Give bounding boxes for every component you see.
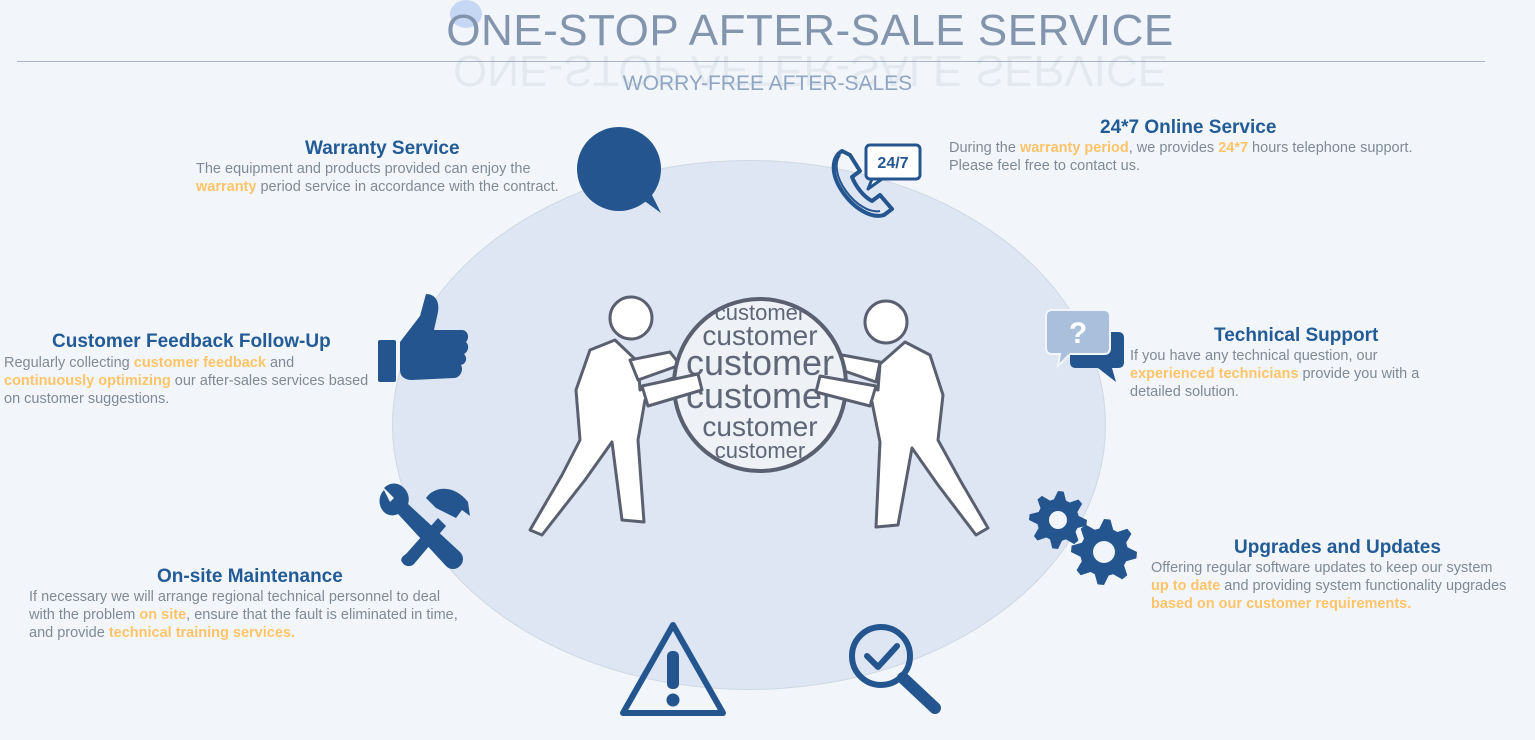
tech-support-line-3: detailed solution. — [1130, 384, 1239, 400]
page-subtitle: WORRY-FREE AFTER-SALES — [622, 72, 913, 95]
online-service-title: 24*7 Online Service — [1100, 117, 1277, 138]
online-line-2: Please feel free to contact us. — [949, 158, 1141, 174]
page-title: ONE-STOP AFTER-SALE SERVICE — [446, 6, 1174, 55]
wrench-hammer-icon — [379, 483, 470, 569]
maintenance-highlight-2: technical training services. — [108, 625, 295, 641]
tech-support-line-2: experienced technicians provide you with… — [1130, 365, 1419, 383]
warranty-highlight: warranty — [196, 179, 257, 195]
phone-24-7-icon: 24/7 — [831, 143, 922, 218]
gears-icon — [1029, 491, 1137, 585]
upgrades-line-2-b: and providing system functionality upgra… — [1220, 578, 1507, 594]
globe-text-line-5: customer — [702, 411, 817, 442]
upgrades-line-1: Offering regular software updates to kee… — [1151, 560, 1493, 576]
upgrades-line-3: based on our customer requirements. — [1151, 595, 1506, 613]
maintenance-line-1: If necessary we will arrange regional te… — [29, 589, 441, 605]
upgrades-highlight-1: up to date — [1151, 578, 1221, 594]
customer-globe-illustration: customer customer customer customer cust… — [528, 295, 990, 537]
feedback-line-1-b: and — [265, 355, 295, 371]
feedback-title: Customer Feedback Follow-Up — [52, 331, 331, 352]
gear-hole — [1093, 541, 1115, 563]
online-line-1-a: During the — [949, 140, 1020, 156]
magnifier-check-icon — [849, 624, 941, 714]
question-mark-text: ? — [1069, 317, 1087, 350]
small-gear-icon — [1029, 491, 1087, 549]
tech-support-line-2-b: provide you with a — [1298, 366, 1420, 382]
maintenance-text: If necessary we will arrange regional te… — [29, 588, 458, 642]
online-highlight-2: 24*7 — [1218, 140, 1249, 156]
warranty-line-2-text: period service in accordance with the co… — [256, 179, 559, 195]
feedback-line-3: on customer suggestions. — [4, 391, 170, 407]
gear-hole — [1049, 511, 1067, 529]
online-line-1-c: hours telephone support. — [1248, 140, 1413, 156]
warranty-service-title: Warranty Service — [305, 138, 460, 159]
question-chat-icon: ? — [1045, 309, 1124, 382]
warranty-line-1: The equipment and products provided can … — [196, 161, 531, 177]
globe-text-line-6: customer — [715, 438, 805, 463]
title-decoration-dot — [450, 0, 482, 28]
upgrades-line-2: up to date and providing system function… — [1151, 577, 1506, 595]
chat-bubble-icon — [577, 127, 661, 213]
feedback-line-1: Regularly collecting customer feedback a… — [4, 354, 368, 372]
upgrades-title: Upgrades and Updates — [1234, 537, 1441, 558]
feedback-highlight-2: continuously optimizing — [4, 373, 171, 389]
warranty-service-text: The equipment and products provided can … — [196, 160, 559, 196]
tech-support-title: Technical Support — [1214, 325, 1379, 346]
globe-text-line-2: customer — [702, 320, 817, 351]
online-line-1: During the warranty period, we provides … — [949, 139, 1412, 157]
title-divider — [17, 61, 1485, 62]
globe-text-line-3: customer — [686, 342, 834, 383]
maintenance-line-2-a: with the problem — [29, 607, 140, 623]
thumbs-up-icon — [378, 294, 469, 382]
online-highlight-1: warranty period — [1019, 140, 1129, 156]
warning-icon — [620, 622, 726, 716]
warranty-line-2: warranty period service in accordance wi… — [196, 178, 559, 196]
upgrades-text: Offering regular software updates to kee… — [1151, 559, 1506, 613]
feedback-text: Regularly collecting customer feedback a… — [4, 354, 368, 408]
online-line-1-b: , we provides — [1128, 140, 1219, 156]
large-gear-icon — [1071, 519, 1137, 585]
feedback-line-2: continuously optimizing our after-sales … — [4, 372, 368, 390]
maintenance-line-2: with the problem on site, ensure that th… — [29, 606, 458, 624]
globe-text-line-4: customer — [686, 375, 834, 416]
feedback-line-2-b: our after-sales services based — [170, 373, 369, 389]
feedback-line-1-a: Regularly collecting — [4, 355, 134, 371]
maintenance-line-3-a: and provide — [29, 625, 109, 641]
maintenance-title: On-site Maintenance — [157, 566, 343, 587]
online-service-text: During the warranty period, we provides … — [949, 139, 1412, 175]
maintenance-highlight-1: on site — [139, 607, 187, 623]
24-7-badge-text: 24/7 — [877, 155, 908, 172]
maintenance-line-3: and provide technical training services. — [29, 624, 458, 642]
tech-support-text: If you have any technical question, our … — [1130, 347, 1419, 401]
upgrades-highlight-2: based on our customer requirements. — [1151, 596, 1412, 612]
feedback-highlight-1: customer feedback — [133, 355, 266, 371]
maintenance-line-2-b: , ensure that the fault is eliminated in… — [186, 607, 458, 623]
tech-support-line-1: If you have any technical question, our — [1130, 348, 1378, 364]
tech-support-highlight: experienced technicians — [1130, 366, 1299, 382]
